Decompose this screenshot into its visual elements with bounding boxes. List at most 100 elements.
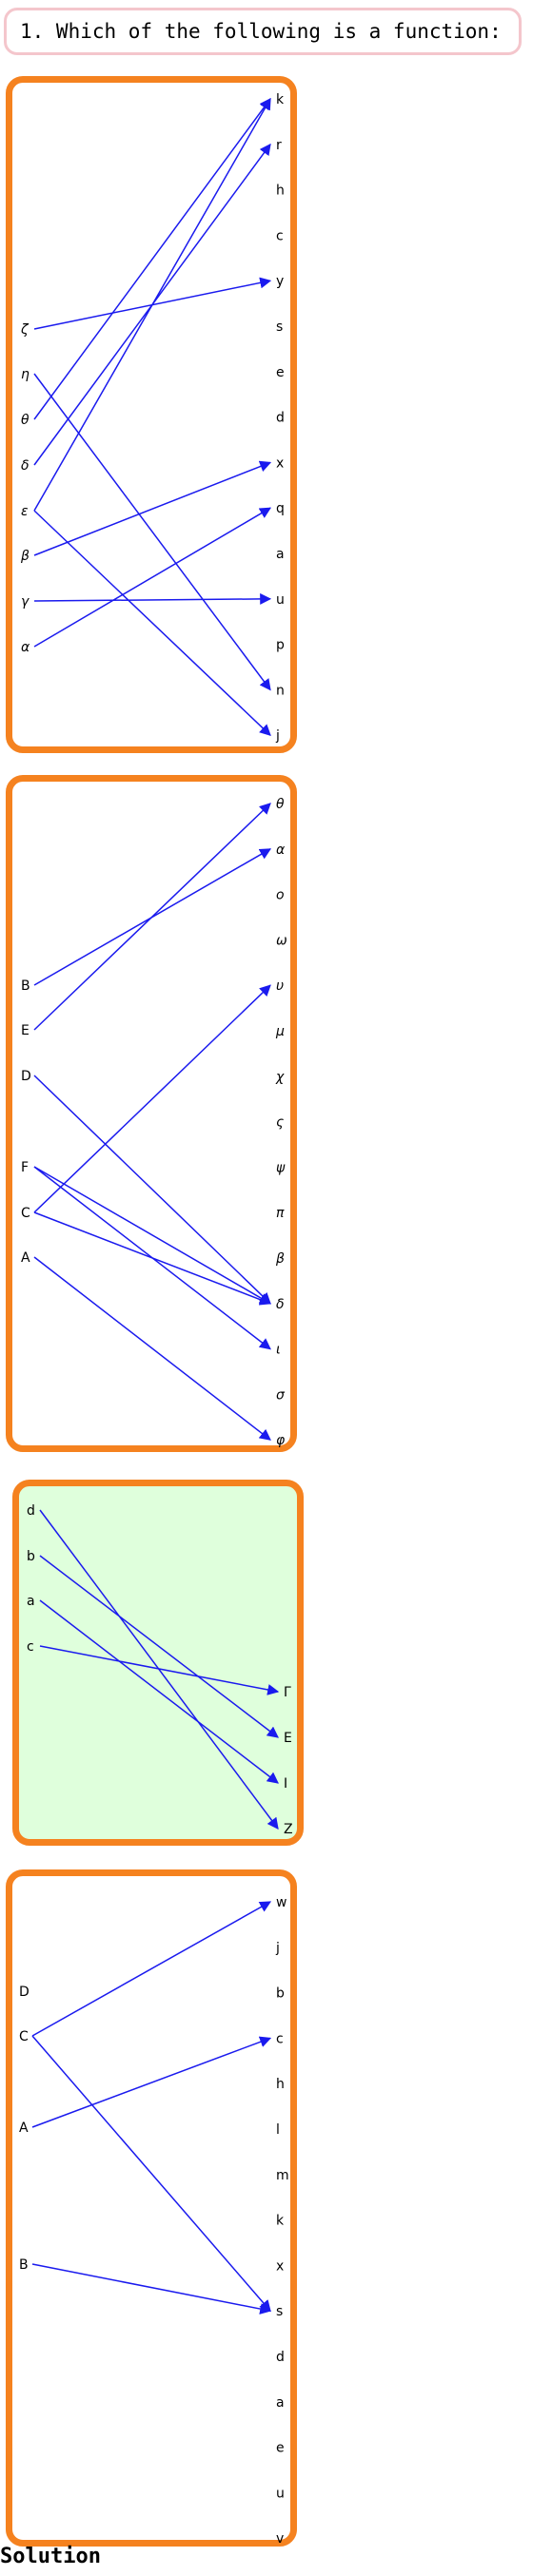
option-1-codomain-label: x [276,455,284,471]
option-2-codomain-label: β [275,1251,285,1267]
option-1-mapping-arrow [33,97,271,512]
option-4-card[interactable] [6,1869,297,2547]
option-2-codomain-label: χ [275,1070,285,1085]
option-3-mapping-arrow [39,1555,279,1738]
option-2-codomain-label: ψ [276,1160,286,1175]
option-2-domain-label: F [21,1160,29,1175]
option-3-codomain-label: Γ [284,1685,291,1700]
option-2-mapping-arrow [33,1211,272,1306]
option-2-codomain-label: θ [276,797,285,812]
option-4-domain-label: D [19,1985,30,2000]
option-1-codomain-label: h [276,184,285,199]
option-2-codomain-label: φ [276,1433,286,1448]
option-4-codomain-label: u [276,2486,285,2501]
option-4-mapping-arrow [31,2036,272,2128]
option-2-codomain-label: υ [276,978,284,994]
option-1-codomain-label: s [276,320,283,335]
option-2-domain-label: C [21,1206,30,1221]
option-4-codomain-label: a [276,2395,285,2411]
option-3-mapping-arrow [39,1645,280,1695]
option-4-codomain-label: h [276,2077,285,2092]
option-2-codomain-label: σ [276,1387,286,1403]
option-1-codomain-label: j [275,728,280,744]
option-1-domain-label: ζ [20,322,30,338]
option-1-mapping-arrow [33,98,271,420]
option-2-codomain-label: α [276,843,286,858]
option-3-codomain-label: Z [284,1822,293,1837]
option-3-domain-label: b [27,1549,35,1564]
option-2-card[interactable] [6,775,297,1452]
option-1-mapping-arrow [33,510,271,737]
option-2-domain-label: E [21,1023,30,1038]
option-1-codomain-label: d [276,411,285,426]
option-2-domain-label: A [21,1250,30,1266]
option-4-domain-label: C [19,2029,29,2044]
option-1-domain-label: η [21,367,30,382]
option-1-codomain-label: r [276,138,282,153]
option-3-domain-label: c [27,1639,34,1655]
option-2-codomain-label: o [276,888,285,903]
option-1-codomain-label: c [276,228,284,243]
option-4-mapping-arrow [31,2263,272,2315]
option-2-mapping-arrow [33,1256,271,1441]
option-1-domain-label: δ [21,458,30,474]
option-2-mapping-arrow [33,1166,272,1305]
option-1-mapping-arrow [33,373,271,691]
option-2-codomain-label: ς [276,1115,284,1131]
option-1-codomain-label: e [276,365,285,380]
option-1-domain-label: θ [21,413,30,428]
option-3-domain-label: a [27,1594,35,1609]
option-1-codomain-label: q [276,501,285,516]
solution-heading: Solution [0,2545,101,2568]
option-4-codomain-label: m [276,2168,289,2183]
option-1-codomain-label: n [276,683,285,698]
option-4-codomain-label: x [276,2258,284,2274]
option-1-mapping-arrow [33,460,272,556]
option-4-codomain-label: k [276,2214,285,2229]
option-4-codomain-label: l [276,2122,280,2138]
option-4-codomain-label: v [276,2531,284,2547]
option-1-codomain-label: k [276,92,285,107]
option-3-codomain-label: E [284,1731,292,1746]
option-2-domain-label: D [21,1069,31,1084]
option-1-domain-label: β [20,549,30,564]
option-2-mapping-arrow [33,984,271,1213]
option-4-domain-label: A [19,2121,29,2136]
option-4-codomain-label: e [276,2441,285,2456]
option-4-mapping-arrow [31,1901,272,2037]
option-4-codomain-label: c [276,2031,284,2046]
option-1-codomain-label: u [276,592,285,608]
question-text: 1. Which of the following is a function: [4,8,522,55]
option-1-codomain-label: p [276,638,285,653]
option-1-domain-label: ε [21,504,29,519]
option-3-mapping-arrow [39,1599,279,1784]
option-2-codomain-label: δ [276,1297,285,1312]
option-4-codomain-label: j [275,1941,280,1956]
option-4-mapping-arrow [31,2035,271,2313]
option-2-mapping-arrow [33,803,271,1031]
option-1-domain-label: γ [21,594,30,610]
option-1-codomain-label: y [276,274,284,289]
option-2-domain-label: B [21,978,30,994]
option-4-codomain-label: s [276,2304,283,2319]
option-2-codomain-label: μ [275,1024,285,1039]
option-1-mapping-arrow [33,507,272,648]
option-4-codomain-label: w [276,1895,286,1910]
option-4-domain-label: B [19,2257,29,2273]
option-3-card[interactable] [12,1480,304,1846]
option-2-mapping-arrow [33,1075,271,1305]
option-4-codomain-label: d [276,2350,285,2365]
option-2-codomain-label: ι [276,1343,281,1358]
option-1-card[interactable] [6,76,297,753]
option-1-mapping-arrow [33,592,272,605]
option-2-codomain-label: π [276,1206,285,1221]
option-3-codomain-label: I [284,1776,287,1792]
option-2-codomain-label: ω [276,933,287,948]
option-1-domain-label: α [21,640,30,655]
option-1-codomain-label: a [276,547,285,562]
option-4-codomain-label: b [276,1986,285,2002]
